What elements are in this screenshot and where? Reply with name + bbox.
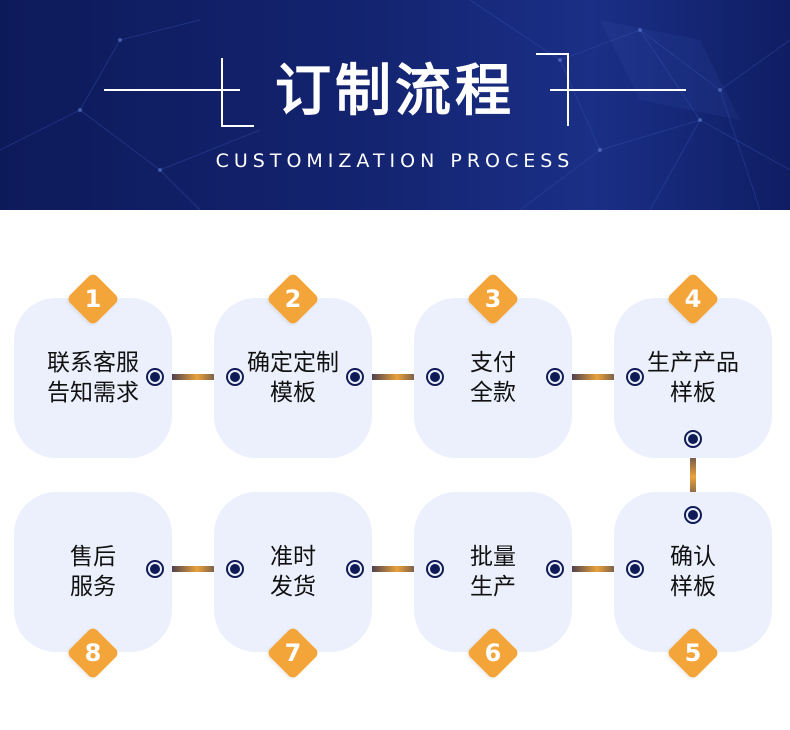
step-number-3: 3 [484,285,502,313]
connector-6-5 [562,566,632,572]
step-label: 生产产品 样板 [647,350,739,406]
connector-dot [226,560,244,578]
connector-dot [684,430,702,448]
header-banner: 订制流程 CUSTOMIZATION PROCESS [0,0,790,210]
connector-dot [146,560,164,578]
step-label: 准时 发货 [270,544,316,600]
step-label: 确定定制 模板 [247,350,339,406]
step-label: 批量 生产 [470,544,516,600]
connector-1-2 [162,374,232,380]
step-number-6: 6 [484,639,502,667]
connector-dot [626,560,644,578]
step-label: 售后 服务 [70,544,116,600]
step-label: 支付 全款 [470,350,516,406]
connector-dot [546,560,564,578]
connector-4-5 [690,440,696,514]
connector-3-4 [562,374,632,380]
connector-2-3 [362,374,432,380]
connector-dot [426,560,444,578]
step-number-5: 5 [684,639,702,667]
step-number-8: 8 [84,639,102,667]
connector-dot [684,506,702,524]
connector-dot [626,368,644,386]
page-title: 订制流程 [275,59,515,124]
step-number-1: 1 [84,285,102,313]
connector-dot [426,368,444,386]
connector-dot [146,368,164,386]
network-background [0,0,790,210]
page-subtitle: CUSTOMIZATION PROCESS [215,150,575,172]
step-card-8: 售后 服务 [14,492,172,652]
step-card-1: 联系客服 告知需求 [14,298,172,458]
step-number-2: 2 [284,285,302,313]
connector-dot [546,368,564,386]
step-number-4: 4 [684,285,702,313]
connector-8-7 [162,566,232,572]
step-label: 联系客服 告知需求 [47,350,139,406]
connector-7-6 [362,566,432,572]
connector-dot [226,368,244,386]
step-number-7: 7 [284,639,302,667]
connector-dot [346,368,364,386]
connector-dot [346,560,364,578]
step-label: 确认 样板 [670,544,716,600]
